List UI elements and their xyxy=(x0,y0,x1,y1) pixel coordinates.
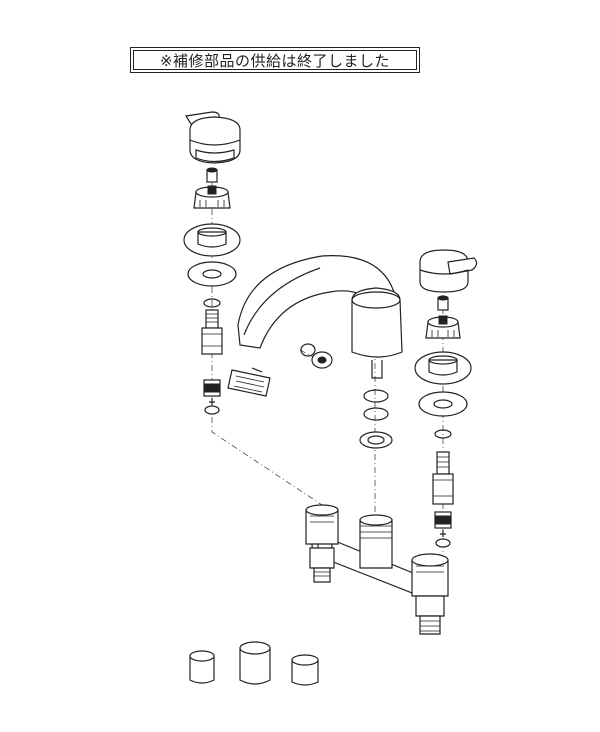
left-check-valve xyxy=(203,379,221,397)
mixing-body-pipe xyxy=(305,504,449,601)
left-supply-union xyxy=(309,547,335,583)
right-check-valve xyxy=(434,511,452,529)
right-escutcheon-cap xyxy=(414,351,472,385)
right-o-ring xyxy=(434,429,452,439)
sleeve-small-right xyxy=(291,654,319,686)
sleeve-small-left xyxy=(189,650,215,684)
right-flat-washer xyxy=(418,391,468,417)
discontinued-notice-text: ※補修部品の供給は終了しました xyxy=(159,51,391,70)
right-spring-seat xyxy=(435,530,451,548)
left-handle-adapter xyxy=(193,185,231,209)
left-o-ring xyxy=(203,298,221,308)
left-lever-handle xyxy=(185,111,241,164)
spout-washer-set xyxy=(359,389,393,449)
right-lever-handle xyxy=(419,249,478,293)
right-handle-screw xyxy=(437,295,449,311)
left-handle-screw xyxy=(206,167,218,183)
aerator-nozzle xyxy=(227,367,271,397)
right-supply-union xyxy=(415,595,445,635)
left-escutcheon-cap xyxy=(183,223,241,257)
spout-o-ring-set xyxy=(300,343,333,369)
left-valve-cartridge xyxy=(201,309,223,355)
spout-body xyxy=(237,255,403,379)
left-spring-seat xyxy=(204,398,220,415)
left-flat-washer xyxy=(187,261,237,287)
right-valve-cartridge xyxy=(432,451,454,505)
sleeve-large-center xyxy=(239,641,271,685)
right-handle-adapter xyxy=(425,315,461,339)
discontinued-notice-box: ※補修部品の供給は終了しました xyxy=(130,47,420,73)
